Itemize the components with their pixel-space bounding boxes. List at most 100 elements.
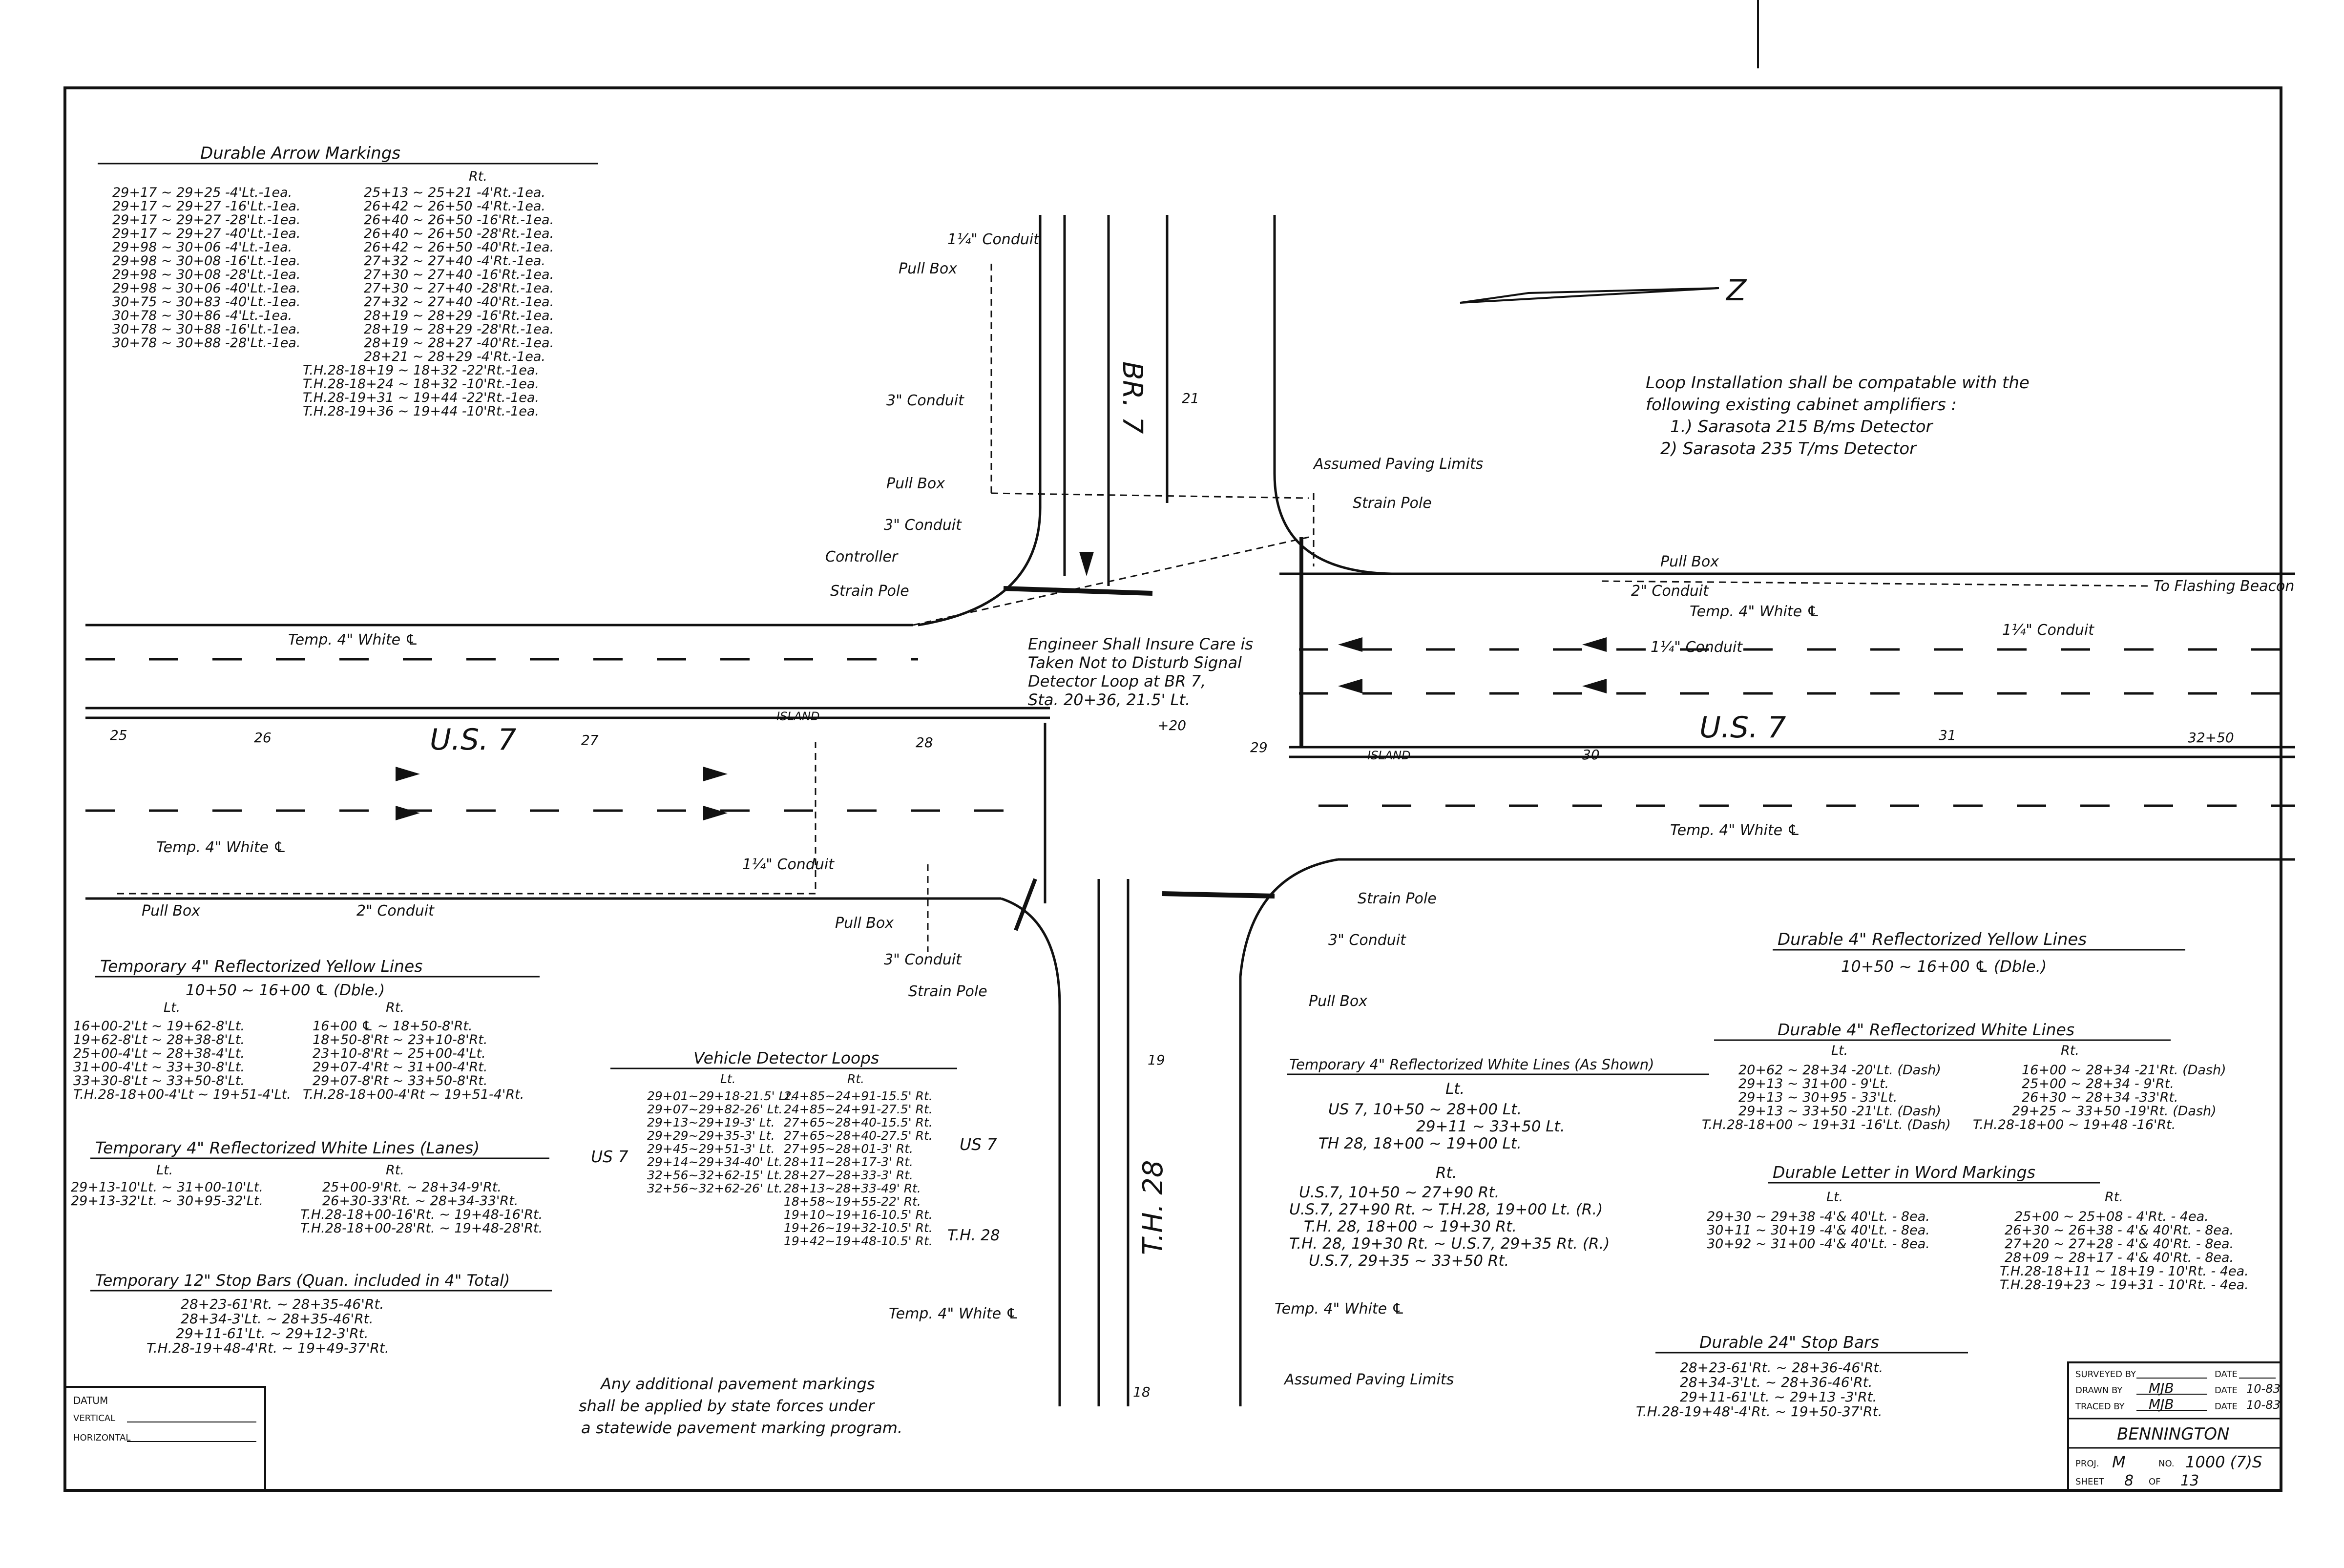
- north-arrow-label: Z: [1725, 273, 1747, 308]
- svg-text:3" Conduit: 3" Conduit: [884, 517, 962, 534]
- svg-text:29+29~29+35-3' Lt.: 29+29~29+35-3' Lt.: [647, 1129, 775, 1143]
- svg-text:U.S.7, 10+50 ~ 27+90 Rt.: U.S.7, 10+50 ~ 27+90 Rt.: [1299, 1184, 1499, 1201]
- svg-text:Temporary 4" Reflectorized Whi: Temporary 4" Reflectorized White Lines (…: [1289, 1056, 1654, 1073]
- svg-text:29+13 ~ 31+00 - 9'Lt.: 29+13 ~ 31+00 - 9'Lt.: [1738, 1076, 1889, 1091]
- svg-text:T.H. 28: T.H. 28: [947, 1227, 1000, 1244]
- svg-text:29+11 ~ 33+50 Lt.: 29+11 ~ 33+50 Lt.: [1416, 1118, 1565, 1135]
- svg-text:29+25 ~ 33+50 -19'Rt. (Dash): 29+25 ~ 33+50 -19'Rt. (Dash): [2012, 1104, 2217, 1119]
- svg-text:29+11-61'Lt. ~ 29+12-3'Rt.: 29+11-61'Lt. ~ 29+12-3'Rt.: [176, 1325, 369, 1341]
- svg-text:following existing cabinet amp: following existing cabinet amplifiers :: [1646, 395, 1957, 415]
- station-labels: 21 +20 19 18 25 26 27 28 29 30 31 32+50: [110, 390, 2234, 1400]
- svg-text:10+50 ~ 16+00 ℄ (Dble.): 10+50 ~ 16+00 ℄ (Dble.): [186, 982, 385, 999]
- svg-text:23+10-8'Rt ~ 25+00-4'Lt.: 23+10-8'Rt ~ 25+00-4'Lt.: [313, 1046, 486, 1061]
- svg-text:Pull Box: Pull Box: [1309, 993, 1367, 1010]
- svg-text:18+58~19+55-22' Rt.: 18+58~19+55-22' Rt.: [784, 1194, 921, 1209]
- svg-text:PROJ.: PROJ.: [2075, 1459, 2099, 1469]
- svg-text:shall be applied by state forc: shall be applied by state forces under: [579, 1397, 875, 1415]
- svg-text:29+13-10'Lt. ~ 31+00-10'Lt.: 29+13-10'Lt. ~ 31+00-10'Lt.: [71, 1180, 263, 1195]
- svg-text:28+23-61'Rt. ~ 28+36-46'Rt.: 28+23-61'Rt. ~ 28+36-46'Rt.: [1680, 1359, 1883, 1376]
- svg-text:28+19 ~ 28+29 -16'Rt.-1ea.: 28+19 ~ 28+29 -16'Rt.-1ea.: [364, 308, 554, 323]
- svg-text:Strain Pole: Strain Pole: [1358, 890, 1437, 907]
- svg-text:19+26~19+32-10.5' Rt.: 19+26~19+32-10.5' Rt.: [784, 1221, 933, 1235]
- svg-text:30: 30: [1582, 747, 1600, 763]
- svg-text:Lt.: Lt.: [164, 1000, 180, 1015]
- svg-text:DATE: DATE: [2215, 1401, 2238, 1412]
- svg-text:Taken Not to Disturb Signal: Taken Not to Disturb Signal: [1028, 653, 1242, 672]
- svg-text:Temp. 4" White ℄: Temp. 4" White ℄: [889, 1305, 1019, 1322]
- svg-text:28+09 ~ 28+17 - 4'& 40'Rt. - 8: 28+09 ~ 28+17 - 4'& 40'Rt. - 8ea.: [2005, 1250, 2234, 1265]
- svg-text:30+78 ~ 30+88 -28'Lt.-1ea.: 30+78 ~ 30+88 -28'Lt.-1ea.: [112, 335, 300, 351]
- svg-text:29+14~29+34-40' Lt.: 29+14~29+34-40' Lt.: [647, 1155, 782, 1169]
- svg-text:US 7, 10+50 ~ 28+00 Lt.: US 7, 10+50 ~ 28+00 Lt.: [1328, 1101, 1522, 1118]
- svg-text:29+01~29+18-21.5' Lt.: 29+01~29+18-21.5' Lt.: [647, 1089, 794, 1103]
- svg-text:Rt.: Rt.: [1436, 1164, 1457, 1182]
- svg-text:Lt.: Lt.: [720, 1072, 736, 1086]
- svg-text:18+50-8'Rt ~ 23+10-8'Rt.: 18+50-8'Rt ~ 23+10-8'Rt.: [313, 1032, 487, 1047]
- svg-text:29+17 ~ 29+27 -28'Lt.-1ea.: 29+17 ~ 29+27 -28'Lt.-1ea.: [112, 212, 300, 228]
- svg-text:26+42 ~ 26+50 -40'Rt.-1ea.: 26+42 ~ 26+50 -40'Rt.-1ea.: [364, 240, 554, 255]
- svg-text:21: 21: [1182, 390, 1199, 406]
- svg-text:T.H.28-19+23 ~ 19+31 - 10'Rt.: T.H.28-19+23 ~ 19+31 - 10'Rt. - 4ea.: [2000, 1277, 2249, 1293]
- svg-text:Pull Box: Pull Box: [142, 902, 200, 920]
- svg-text:Rt.: Rt.: [469, 169, 487, 184]
- svg-text:Lt.: Lt.: [156, 1163, 173, 1178]
- svg-text:OF: OF: [2149, 1477, 2161, 1487]
- svg-text:25+13 ~ 25+21 -4'Rt.-1ea.: 25+13 ~ 25+21 -4'Rt.-1ea.: [364, 185, 545, 200]
- svg-text:27+32 ~ 27+40 -4'Rt.-1ea.: 27+32 ~ 27+40 -4'Rt.-1ea.: [364, 253, 545, 269]
- svg-text:+20: +20: [1157, 717, 1186, 733]
- svg-text:25+00 ~ 25+08 - 4'Rt. - 4ea.: 25+00 ~ 25+08 - 4'Rt. - 4ea.: [2014, 1209, 2209, 1224]
- svg-text:20+62 ~ 28+34 -20'Lt. (Dash): 20+62 ~ 28+34 -20'Lt. (Dash): [1738, 1063, 1941, 1078]
- br7-label: BR. 7: [1116, 361, 1148, 434]
- svg-text:Durable 4" Reflectorized White: Durable 4" Reflectorized White Lines: [1778, 1020, 2074, 1039]
- svg-text:30+75 ~ 30+83 -40'Lt.-1ea.: 30+75 ~ 30+83 -40'Lt.-1ea.: [112, 294, 300, 310]
- side-roads: [117, 215, 2149, 1406]
- svg-text:Pull Box: Pull Box: [886, 475, 945, 492]
- svg-text:29+98 ~ 30+08 -28'Lt.-1ea.: 29+98 ~ 30+08 -28'Lt.-1ea.: [112, 267, 300, 282]
- svg-text:MJB: MJB: [2149, 1380, 2174, 1396]
- svg-text:25+00-4'Lt ~ 28+38-4'Lt.: 25+00-4'Lt ~ 28+38-4'Lt.: [73, 1046, 245, 1061]
- svg-text:Controller: Controller: [825, 548, 899, 565]
- svg-text:28+13~28+33-49' Rt.: 28+13~28+33-49' Rt.: [784, 1181, 921, 1195]
- svg-text:16+00 ~ 28+34 -21'Rt. (Dash): 16+00 ~ 28+34 -21'Rt. (Dash): [2022, 1063, 2226, 1078]
- svg-text:T.H.28-18+00-4'Lt ~ 19+51-4'Lt: T.H.28-18+00-4'Lt ~ 19+51-4'Lt.: [73, 1087, 291, 1102]
- svg-text:10+50 ~ 16+00 ℄ (Dble.): 10+50 ~ 16+00 ℄ (Dble.): [1841, 957, 2047, 976]
- svg-text:T.H.28-19+36 ~ 19+44 -10'Rt.-1: T.H.28-19+36 ~ 19+44 -10'Rt.-1ea.: [303, 404, 539, 419]
- svg-text:32+50: 32+50: [2188, 730, 2234, 746]
- svg-text:Engineer Shall Insure Care is: Engineer Shall Insure Care is: [1028, 635, 1253, 653]
- svg-text:T.H. 28, 18+00 ~ 19+30 Rt.: T.H. 28, 18+00 ~ 19+30 Rt.: [1304, 1218, 1517, 1235]
- svg-text:U.S.7, 27+90 Rt. ~ T.H.28, 19+: U.S.7, 27+90 Rt. ~ T.H.28, 19+00 Lt. (R.…: [1289, 1201, 1603, 1218]
- svg-text:1¼" Conduit: 1¼" Conduit: [742, 856, 835, 873]
- svg-text:31+00-4'Lt ~ 33+30-8'Lt.: 31+00-4'Lt ~ 33+30-8'Lt.: [73, 1060, 245, 1075]
- island-label-west: ISLAND: [776, 710, 820, 723]
- svg-text:M: M: [2112, 1453, 2126, 1471]
- svg-text:10-83: 10-83: [2246, 1382, 2281, 1396]
- svg-text:Temporary 4" Reflectorized Yel: Temporary 4" Reflectorized Yellow Lines: [100, 957, 422, 976]
- svg-text:T.H.28-18+24 ~ 18+32 -10'Rt.-1: T.H.28-18+24 ~ 18+32 -10'Rt.-1ea.: [303, 376, 539, 392]
- svg-text:3" Conduit: 3" Conduit: [884, 951, 962, 968]
- svg-text:28+21 ~ 28+29 -4'Rt.-1ea.: 28+21 ~ 28+29 -4'Rt.-1ea.: [364, 349, 545, 364]
- svg-text:29+13-32'Lt. ~ 30+95-32'Lt.: 29+13-32'Lt. ~ 30+95-32'Lt.: [71, 1193, 263, 1209]
- svg-text:2" Conduit: 2" Conduit: [356, 902, 435, 920]
- temp-white-shown-table: Temporary 4" Reflectorized White Lines (…: [1287, 1056, 1709, 1270]
- sheet-border: [63, 86, 2282, 1492]
- durable-stop-table: Durable 24" Stop Bars 28+23-61'Rt. ~ 28+…: [1636, 1333, 1968, 1420]
- durable-white-table: Durable 4" Reflectorized White Lines Lt.…: [1702, 1020, 2226, 1132]
- svg-text:26+30-33'Rt. ~ 28+34-33'Rt.: 26+30-33'Rt. ~ 28+34-33'Rt.: [322, 1193, 518, 1209]
- svg-text:Sta. 20+36, 21.5' Lt.: Sta. 20+36, 21.5' Lt.: [1028, 690, 1190, 709]
- svg-text:26+40 ~ 26+50 -28'Rt.-1ea.: 26+40 ~ 26+50 -28'Rt.-1ea.: [364, 226, 554, 241]
- svg-text:To Flashing Beacon: To Flashing Beacon: [2154, 578, 2294, 595]
- svg-text:29+13~29+19-3' Lt.: 29+13~29+19-3' Lt.: [647, 1115, 775, 1129]
- island-label-east: ISLAND: [1367, 749, 1411, 762]
- durable-yellow-table: Durable 4" Reflectorized Yellow Lines 10…: [1773, 930, 2185, 976]
- engineer-note: Engineer Shall Insure Care is Taken Not …: [1028, 635, 1253, 709]
- svg-text:1¼" Conduit: 1¼" Conduit: [947, 231, 1040, 248]
- svg-text:31: 31: [1939, 727, 1956, 743]
- svg-text:Rt.: Rt.: [2105, 1190, 2123, 1205]
- svg-text:29+11-61'Lt. ~ 29+13 -3'Rt.: 29+11-61'Lt. ~ 29+13 -3'Rt.: [1680, 1389, 1877, 1405]
- svg-text:3" Conduit: 3" Conduit: [886, 392, 964, 409]
- svg-text:NO.: NO.: [2158, 1459, 2175, 1469]
- durable-arrow-table: Durable Arrow Markings Rt. 29+17 ~ 29+25…: [98, 144, 598, 419]
- additional-markings-note: Any additional pavement markings shall b…: [579, 1375, 902, 1437]
- svg-text:29+98 ~ 30+08 -16'Lt.-1ea.: 29+98 ~ 30+08 -16'Lt.-1ea.: [112, 253, 300, 269]
- svg-text:28+19 ~ 28+29 -28'Rt.-1ea.: 28+19 ~ 28+29 -28'Rt.-1ea.: [364, 322, 554, 337]
